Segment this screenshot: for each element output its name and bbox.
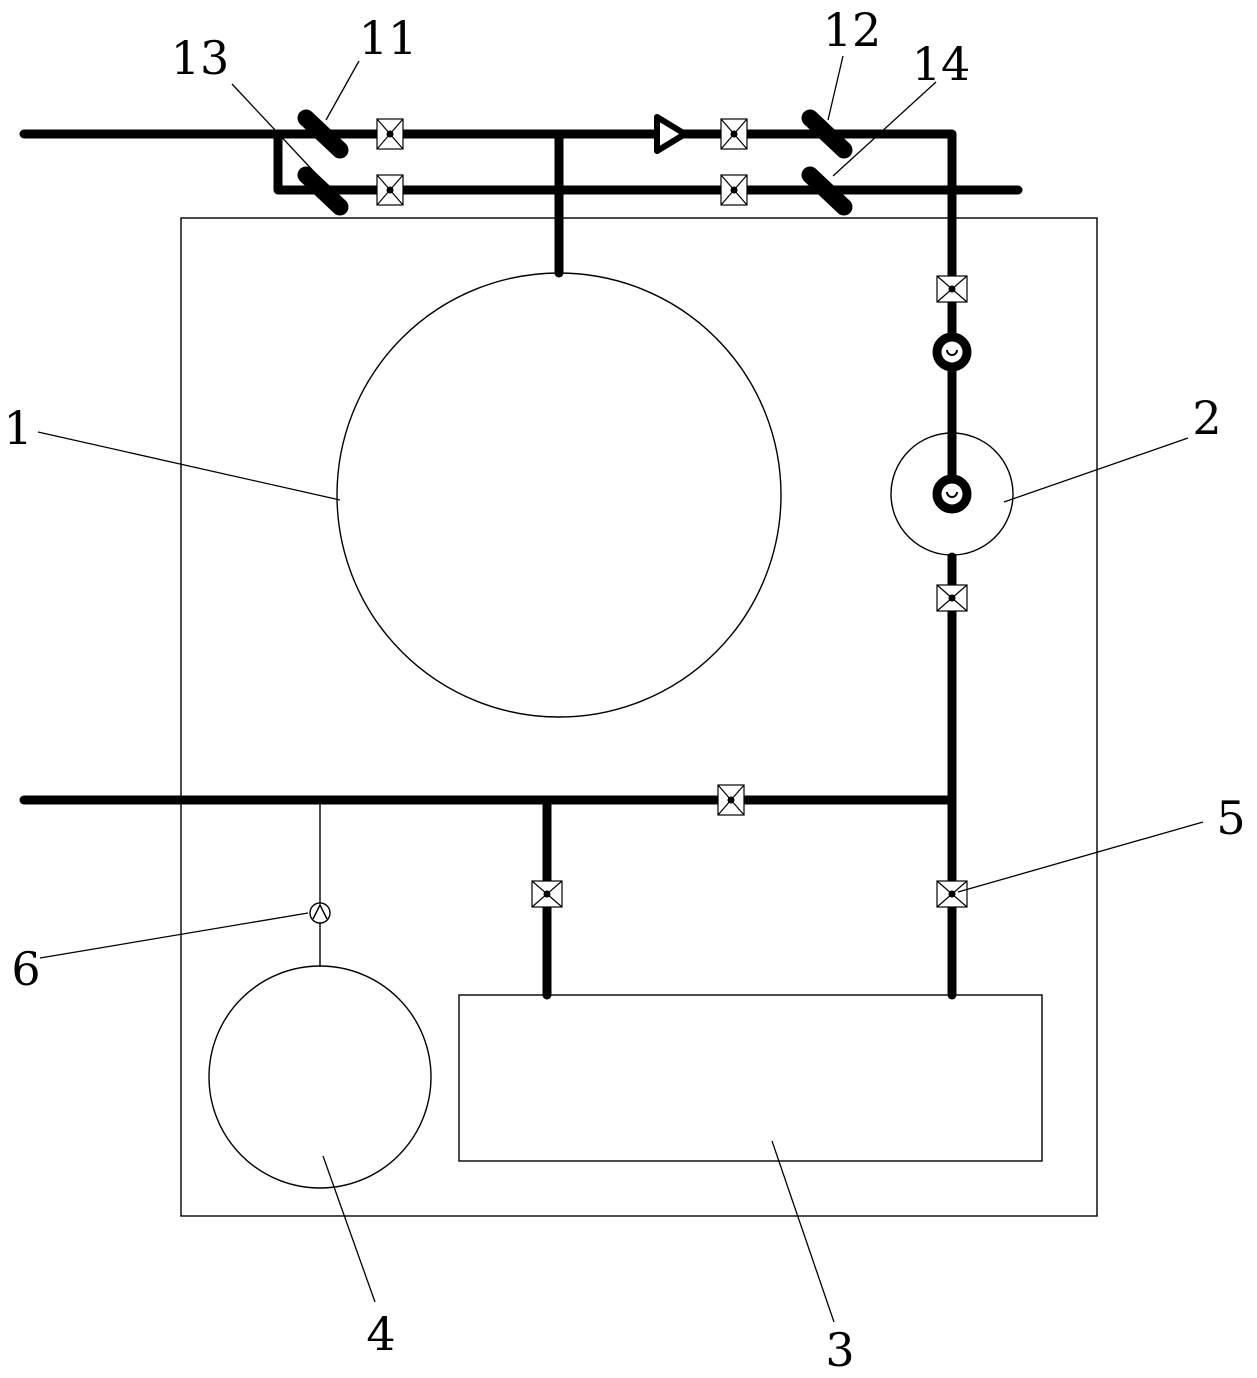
label-12: 12 — [823, 3, 882, 57]
leader-2 — [1003, 437, 1189, 503]
leader-3 — [771, 1140, 835, 1323]
butterfly-valve-11 — [297, 109, 349, 159]
housing-frame — [180, 217, 1098, 1217]
pipe-fitting-upper — [932, 332, 972, 372]
leader-6 — [39, 912, 309, 959]
label-5: 5 — [1216, 791, 1245, 845]
gate-valve-right-upper — [936, 275, 968, 303]
leader-12 — [827, 55, 844, 121]
label-11: 11 — [359, 11, 418, 65]
butterfly-valve-13 — [297, 166, 349, 216]
label-4: 4 — [366, 1307, 395, 1361]
leader-13 — [231, 83, 319, 177]
label-1: 1 — [3, 401, 32, 455]
gate-valve-unit-inlet — [531, 880, 563, 908]
gate-valve-lower-main — [717, 784, 745, 816]
gate-valve-secondary-mid — [720, 174, 748, 206]
gate-valve-5 — [936, 880, 968, 908]
small-tank — [208, 965, 432, 1189]
sensor-6 — [309, 902, 331, 924]
leader-4 — [322, 1155, 376, 1303]
label-3: 3 — [825, 1323, 854, 1377]
leader-11 — [325, 60, 360, 121]
label-2: 2 — [1192, 391, 1221, 445]
rectangular-unit — [458, 994, 1043, 1162]
leader-1 — [37, 431, 341, 501]
leader-5 — [957, 821, 1204, 893]
upper-secondary-pipe — [273, 129, 1023, 195]
gate-valve-secondary-left — [376, 174, 404, 206]
gate-valve-upper-mid — [720, 118, 748, 150]
label-13: 13 — [171, 31, 230, 85]
label-6: 6 — [11, 942, 40, 996]
gate-valve-upper-left — [376, 118, 404, 150]
pipe-fitting-pump — [932, 474, 972, 514]
check-valve — [654, 114, 688, 154]
gate-valve-right-mid — [936, 584, 968, 612]
large-tank — [336, 272, 782, 718]
upper-main-pipe — [19, 129, 957, 295]
butterfly-valve-12 — [801, 109, 853, 159]
leader-14 — [832, 81, 937, 177]
label-14: 14 — [912, 37, 971, 91]
butterfly-valve-14 — [801, 166, 853, 216]
